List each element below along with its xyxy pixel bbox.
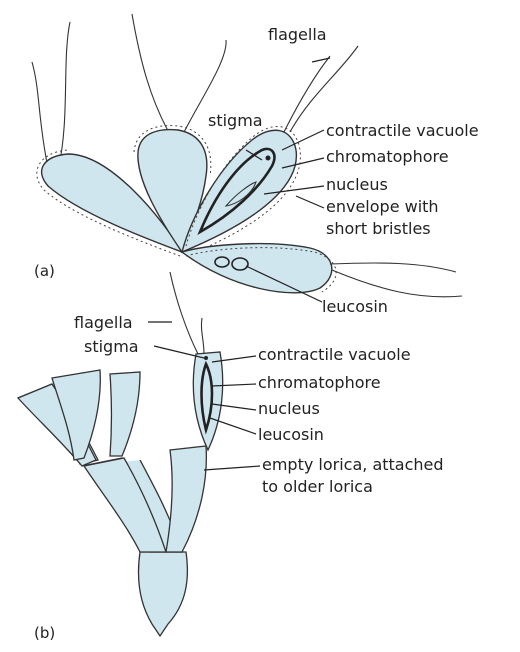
leader-b-lorica xyxy=(204,466,260,470)
flagellum-a8 xyxy=(332,270,462,297)
lorica-bottom xyxy=(139,552,188,636)
label-b-contractile-vacuole: contractile vacuole xyxy=(258,345,411,364)
label-a-leucosin: leucosin xyxy=(322,297,388,316)
label-b-stigma: stigma xyxy=(84,337,139,356)
flagellum-a3 xyxy=(132,14,172,138)
panel-b: flagella stigma contractile vacuole chro… xyxy=(18,272,444,642)
label-a-contractile-vacuole: contractile vacuole xyxy=(326,121,479,140)
leader-a-envelope xyxy=(296,196,324,208)
cell-bottom xyxy=(182,244,332,293)
panel-b-id: (b) xyxy=(34,624,55,642)
label-a-envelope-2: short bristles xyxy=(326,219,431,238)
label-b-lorica-2: to older lorica xyxy=(262,477,373,496)
stigma-dot-a xyxy=(266,156,271,161)
label-b-lorica-1: empty lorica, attached xyxy=(262,455,444,474)
label-a-flagella: flagella xyxy=(268,25,327,44)
panel-a-id: (a) xyxy=(34,262,55,280)
flagellum-a7 xyxy=(330,263,456,272)
lorica-upper-right xyxy=(110,372,140,456)
label-a-stigma: stigma xyxy=(208,111,263,130)
stigma-dot-b xyxy=(204,356,208,360)
flagellum-a5 xyxy=(284,56,330,132)
panel-a: flagella stigma contractile vacuole chro… xyxy=(32,14,479,316)
flagellum-a2 xyxy=(58,22,70,170)
label-b-flagella: flagella xyxy=(74,313,133,332)
label-b-chromatophore: chromatophore xyxy=(258,373,381,392)
flagellum-a1 xyxy=(32,62,48,168)
label-a-chromatophore: chromatophore xyxy=(326,147,449,166)
label-a-nucleus: nucleus xyxy=(326,175,388,194)
label-b-nucleus: nucleus xyxy=(258,399,320,418)
label-b-leucosin: leucosin xyxy=(258,425,324,444)
flagellum-b1 xyxy=(201,318,204,354)
label-a-envelope-1: envelope with xyxy=(326,197,439,216)
lorica-right-branch xyxy=(166,446,206,552)
flagellum-b2 xyxy=(170,272,198,354)
